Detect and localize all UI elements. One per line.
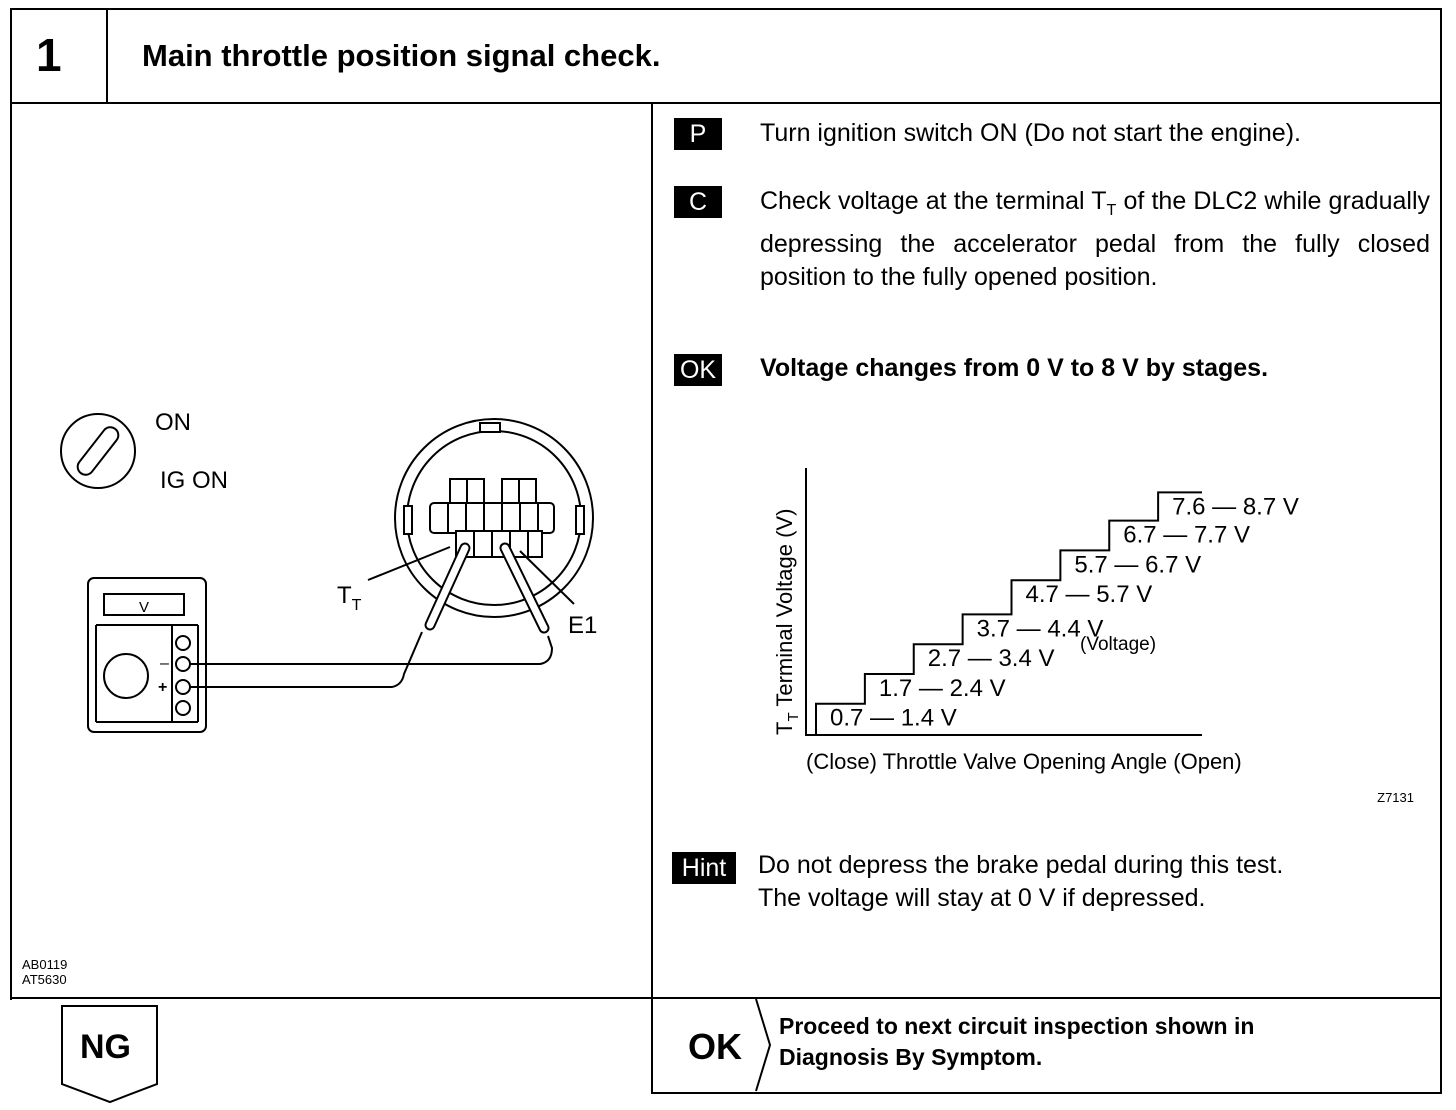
illustration-code-2: AT5630 bbox=[22, 972, 67, 987]
probe-e1-icon bbox=[499, 542, 550, 634]
step-number: 1 bbox=[36, 29, 62, 81]
voltage-step-chart: 0.7 — 1.4 V 1.7 — 2.4 V 2.7 — 3.4 V 3.7 — 4… bbox=[772, 468, 1414, 805]
wiring-illustration: ON IG ON V – + bbox=[60, 409, 597, 733]
step-label: 0.7 — 1.4 V bbox=[830, 705, 957, 732]
ok-box-bottom bbox=[651, 1092, 1442, 1094]
chart-xlabel: (Close) Throttle Valve Opening Angle (Op… bbox=[806, 749, 1242, 774]
badge-hint: Hint bbox=[672, 852, 736, 884]
switch-ig-on-label: IG ON bbox=[160, 467, 228, 494]
chart-annotation: (Voltage) bbox=[1080, 634, 1156, 655]
ok-arrow-shape bbox=[755, 998, 772, 1092]
ok-box-right bbox=[1440, 997, 1442, 1094]
wire-positive bbox=[190, 631, 423, 688]
step-label: 1.7 — 2.4 V bbox=[879, 675, 1006, 702]
terminal-e1-label: E1 bbox=[568, 612, 597, 639]
wire-negative bbox=[190, 635, 554, 665]
page-title: Main throttle position signal check. bbox=[142, 38, 661, 73]
voltmeter-icon: V – + bbox=[87, 577, 207, 733]
ok-label: OK bbox=[688, 1026, 742, 1067]
terminal-tt-label: TT bbox=[337, 582, 362, 614]
badge-c: C bbox=[674, 186, 722, 218]
column-divider bbox=[651, 102, 653, 1094]
meter-minus-label: – bbox=[160, 655, 169, 672]
ignition-switch-icon bbox=[60, 413, 136, 489]
badge-p: P bbox=[674, 118, 722, 150]
step-label: 2.7 — 3.4 V bbox=[928, 645, 1055, 672]
dlc2-connector-icon bbox=[394, 418, 594, 618]
figure-code: Z7131 bbox=[1377, 790, 1414, 805]
instruction-ok-text: Voltage changes from 0 V to 8 V by stage… bbox=[760, 354, 1269, 382]
step-label: 4.7 — 5.7 V bbox=[1026, 581, 1153, 608]
hint-line-2: The voltage will stay at 0 V if depresse… bbox=[758, 884, 1206, 912]
badge-ok: OK bbox=[674, 354, 722, 386]
body-left-border bbox=[10, 102, 12, 1000]
ok-text-line-1: Proceed to next circuit inspection shown… bbox=[779, 1013, 1255, 1039]
step-label: 6.7 — 7.7 V bbox=[1123, 522, 1250, 549]
instruction-c-text: Check voltage at the terminal TT of the … bbox=[760, 187, 1430, 291]
body-bottom-border bbox=[10, 997, 1442, 999]
ng-box-shape bbox=[61, 1005, 158, 1104]
meter-plus-label: + bbox=[158, 679, 167, 696]
step-label: 5.7 — 6.7 V bbox=[1074, 551, 1201, 578]
step-label: 3.7 — 4.4 V bbox=[977, 615, 1104, 642]
switch-on-label: ON bbox=[155, 409, 191, 436]
probe-tt-icon bbox=[424, 542, 471, 631]
illustration-code-1: AB0119 bbox=[22, 957, 68, 972]
ok-text-line-2: Diagnosis By Symptom. bbox=[779, 1044, 1043, 1070]
step-line bbox=[815, 491, 1202, 735]
ng-label: NG bbox=[80, 1028, 131, 1066]
chart-ylabel: TT Terminal Voltage (V) bbox=[772, 509, 802, 735]
header-divider bbox=[106, 8, 108, 104]
body-right-border bbox=[1440, 102, 1442, 1000]
meter-v-label: V bbox=[139, 599, 149, 616]
hint-line-1: Do not depress the brake pedal during th… bbox=[758, 851, 1284, 879]
step-label: 7.6 — 8.7 V bbox=[1172, 493, 1299, 520]
instruction-p-text: Turn ignition switch ON (Do not start th… bbox=[760, 119, 1301, 147]
header-bar bbox=[10, 8, 1442, 104]
